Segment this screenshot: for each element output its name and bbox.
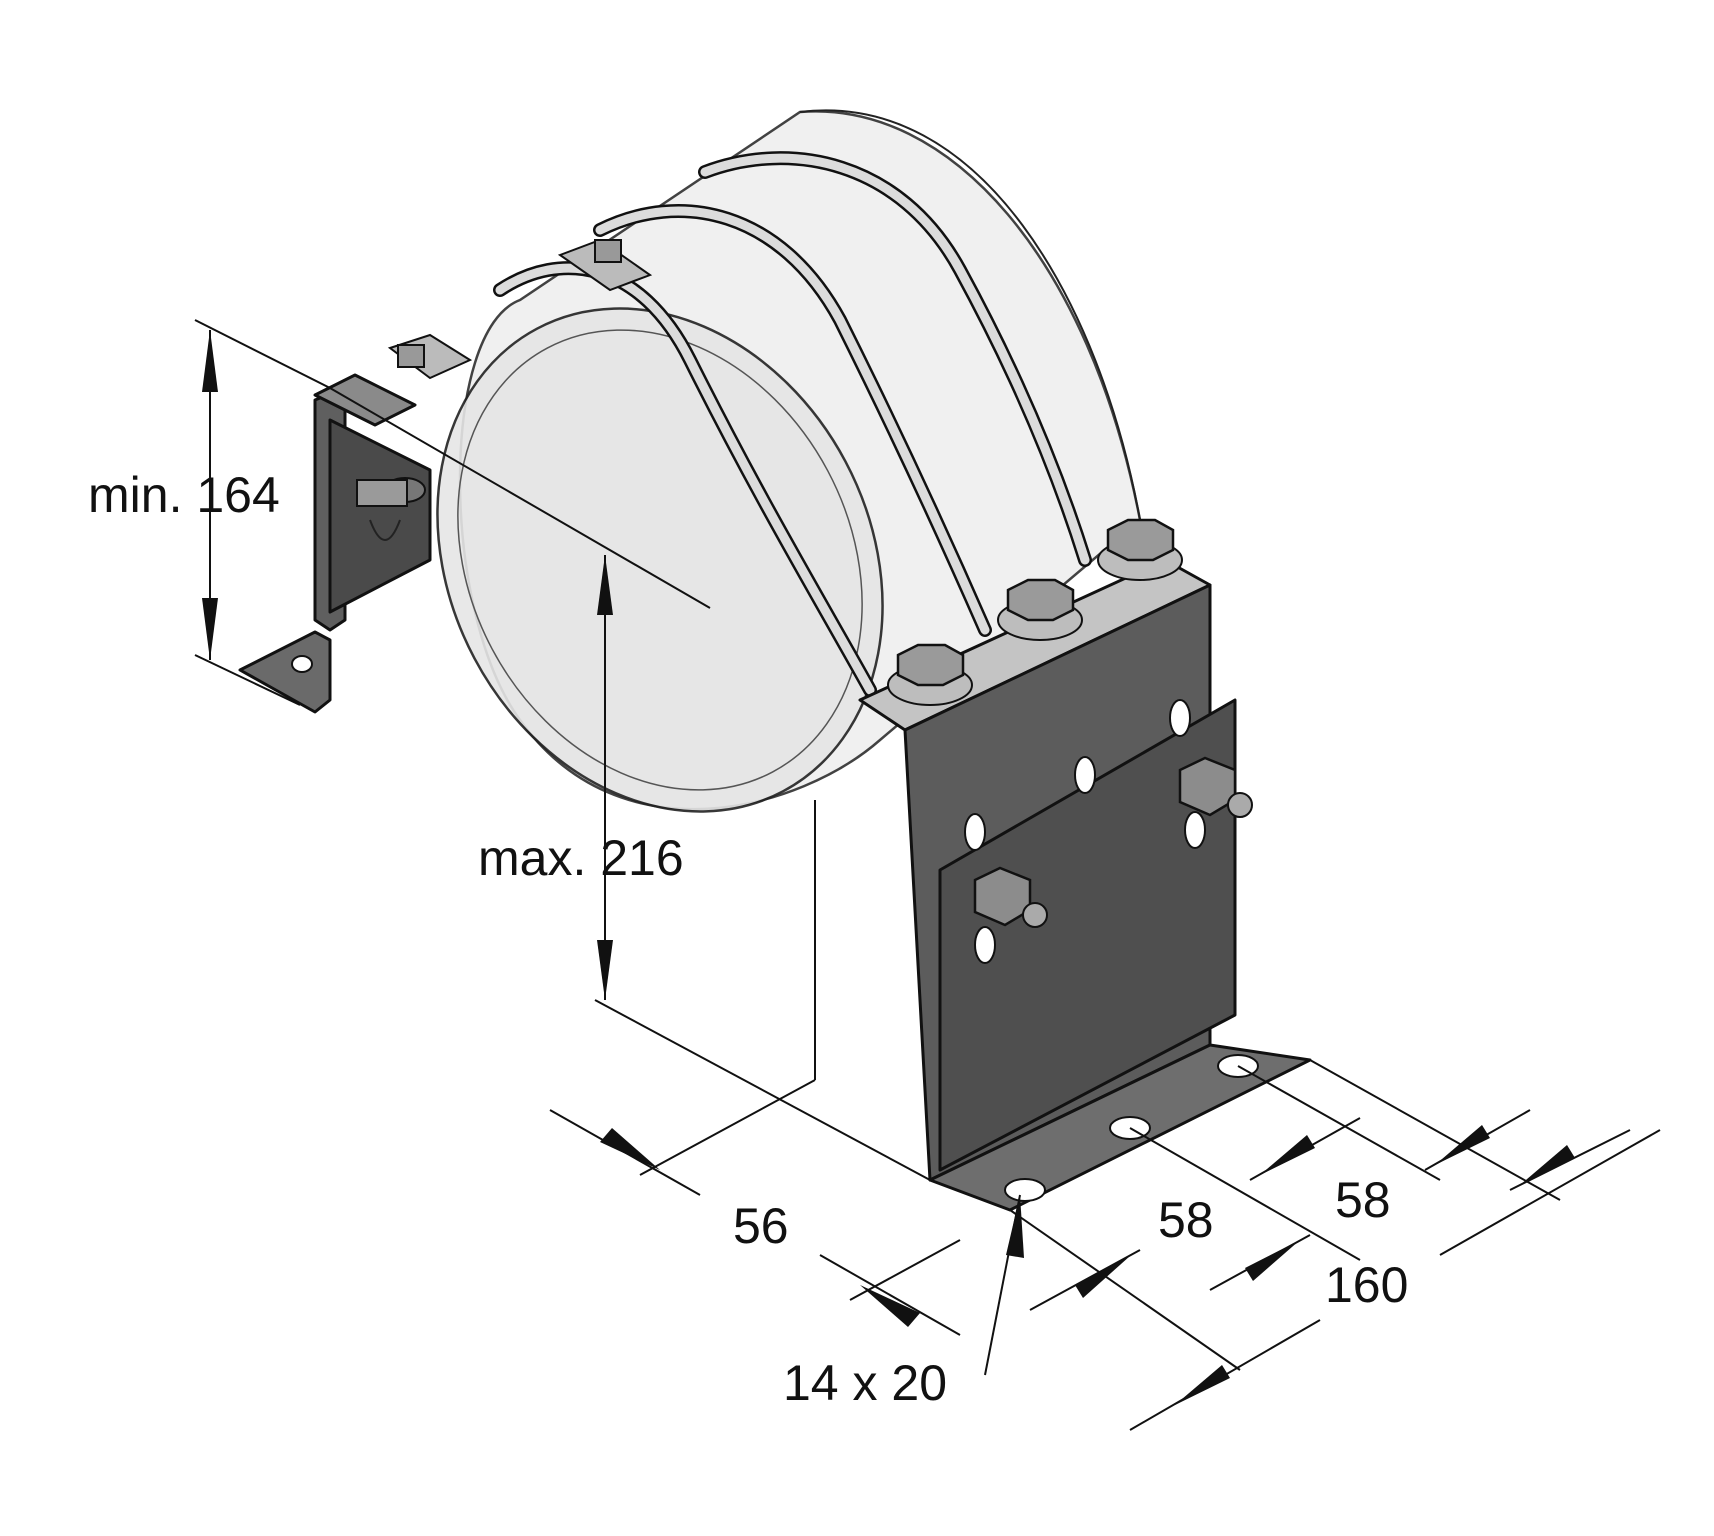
hex-bolt-head [1006, 578, 1075, 622]
clamp-bands [387, 151, 1092, 697]
dimension-lines [194, 319, 1661, 1431]
dim-min-height: min. 164 [88, 467, 280, 523]
dim-max-height: max. 216 [478, 830, 684, 886]
dim-width: 160 [1325, 1257, 1408, 1313]
hex-bolt-head [1106, 518, 1175, 562]
hex-bolt-head [896, 643, 965, 687]
left-bracket [238, 373, 432, 714]
dim-depth: 56 [733, 1198, 789, 1254]
right-bracket [858, 518, 1312, 1212]
dim-hole-spacing-1: 58 [1158, 1192, 1214, 1248]
foot-slot [1004, 1178, 1046, 1202]
dim-hole-spacing-2: 58 [1335, 1172, 1391, 1228]
dim-slot: 14 x 20 [783, 1355, 947, 1411]
